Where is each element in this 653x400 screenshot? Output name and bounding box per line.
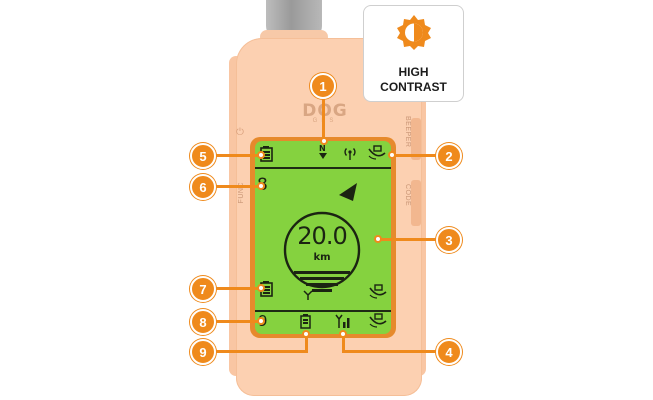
callout-3: 3: [436, 227, 462, 253]
leader-line-8: [216, 320, 262, 323]
mode-title-line1: HIGH: [398, 65, 429, 79]
leader-line-9a: [305, 333, 308, 353]
direction-arrow-icon: [339, 183, 357, 201]
leader-dot-1: [320, 137, 328, 145]
leader-dot-4: [339, 330, 347, 338]
contrast-sun-icon: [397, 15, 431, 50]
compass-arrow-icon: [319, 153, 327, 159]
power-icon: ⏻: [236, 127, 244, 138]
signal-bar-2: [300, 277, 344, 280]
battery-small-icon: [300, 314, 311, 329]
code-label: CODE: [404, 184, 411, 207]
leader-dot-5: [257, 151, 265, 159]
leader-line-2: [392, 154, 438, 157]
code-button[interactable]: [411, 180, 421, 226]
callout-5: 5: [190, 143, 216, 169]
callout-8: 8: [190, 309, 216, 335]
beeper-button[interactable]: [411, 118, 421, 160]
distance-unit: km: [313, 252, 331, 263]
leader-line-6: [216, 185, 262, 188]
antenna-small-icon: [303, 290, 313, 300]
brand-logo-sub: GPS: [296, 118, 354, 124]
signal-bar-3: [306, 283, 338, 286]
distance-ring: [283, 211, 361, 289]
leader-line-1: [322, 97, 325, 141]
signal-bar-4: [312, 289, 332, 292]
mode-title-line2: CONTRAST: [380, 80, 447, 94]
leader-dot-6: [257, 182, 265, 190]
leader-dot-8: [257, 317, 265, 325]
signal-strength-icon: [335, 314, 350, 328]
callout-9: 9: [190, 339, 216, 365]
collar-icon-top: [368, 145, 386, 160]
leader-line-9b: [216, 350, 308, 353]
collar-icon-mid: [369, 284, 387, 299]
leader-line-4b: [342, 350, 438, 353]
leader-dot-3: [374, 235, 382, 243]
distance-value: 20.0: [297, 222, 347, 250]
leader-line-3: [378, 238, 438, 241]
lcd-display: N 8 20.0 km: [255, 141, 391, 334]
callout-2: 2: [436, 143, 462, 169]
callout-1: 1: [310, 73, 336, 99]
leader-dot-7: [257, 284, 265, 292]
compass-north-label: N: [319, 144, 326, 153]
leader-line-5: [216, 154, 262, 157]
beeper-label: BEEPER: [404, 116, 411, 148]
divider-top: [255, 167, 391, 169]
leader-dot-2: [388, 151, 396, 159]
callout-6: 6: [190, 174, 216, 200]
leader-line-4a: [342, 333, 345, 353]
collar-icon-bottom: [369, 313, 387, 328]
callout-4: 4: [436, 339, 462, 365]
radio-signal-icon: [344, 148, 356, 160]
leader-line-7: [216, 287, 262, 290]
callout-7: 7: [190, 276, 216, 302]
leader-dot-9: [302, 330, 310, 338]
divider-bottom: [255, 310, 391, 312]
signal-bar-1: [294, 271, 350, 274]
